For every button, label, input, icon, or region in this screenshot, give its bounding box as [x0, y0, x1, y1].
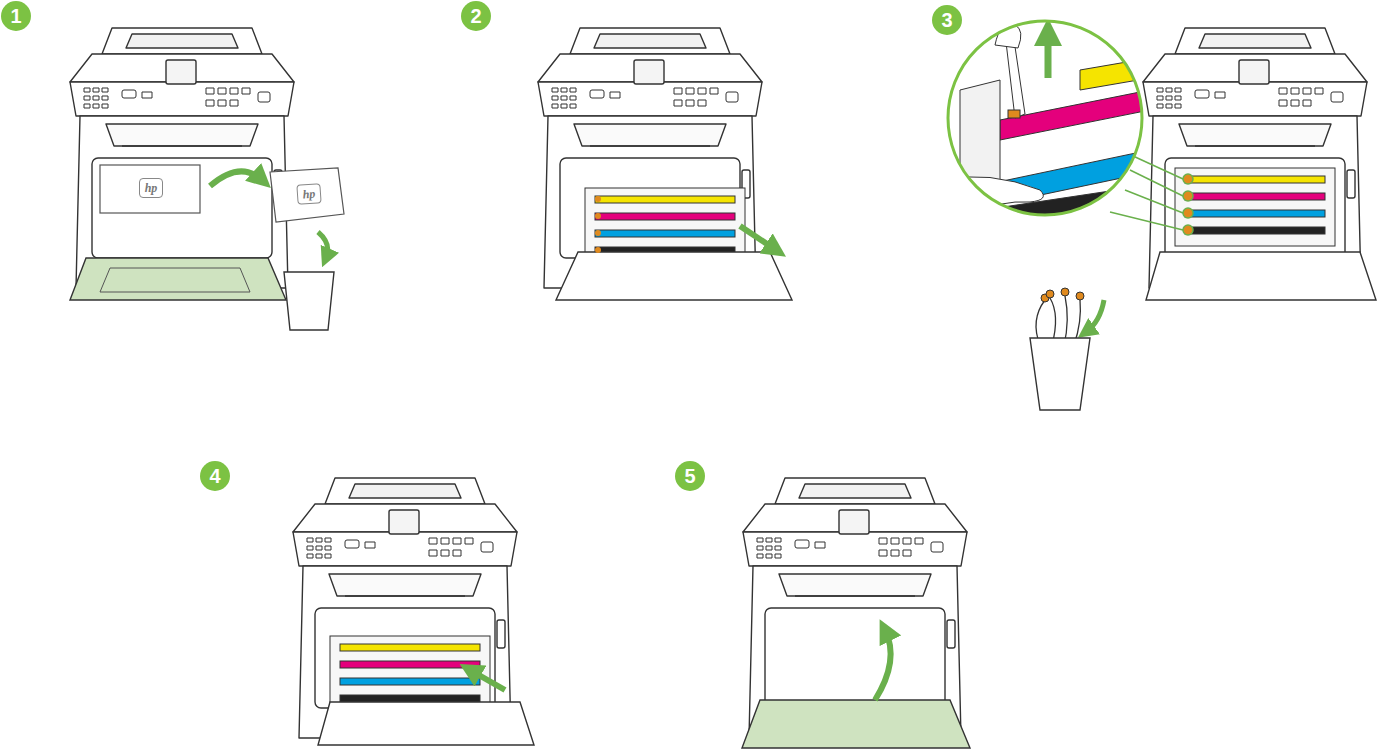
- step-number: 5: [675, 461, 705, 491]
- printer-step2: [538, 28, 792, 300]
- step-number: 2: [461, 1, 491, 31]
- step-label: 4: [209, 465, 220, 488]
- step-label: 1: [10, 5, 21, 28]
- step-number: 1: [1, 1, 31, 31]
- step-number: 4: [200, 461, 230, 491]
- printer-step1: [70, 28, 344, 330]
- brand-logo: hp: [296, 183, 321, 205]
- step-number: 3: [932, 5, 962, 35]
- step-label: 2: [470, 5, 481, 28]
- step-label: 5: [684, 465, 695, 488]
- printer-step4: [293, 478, 534, 745]
- brand-logo: hp: [139, 178, 163, 198]
- printer-step5: [742, 478, 970, 748]
- step-label: 3: [941, 9, 952, 32]
- printer-step3: [940, 10, 1376, 410]
